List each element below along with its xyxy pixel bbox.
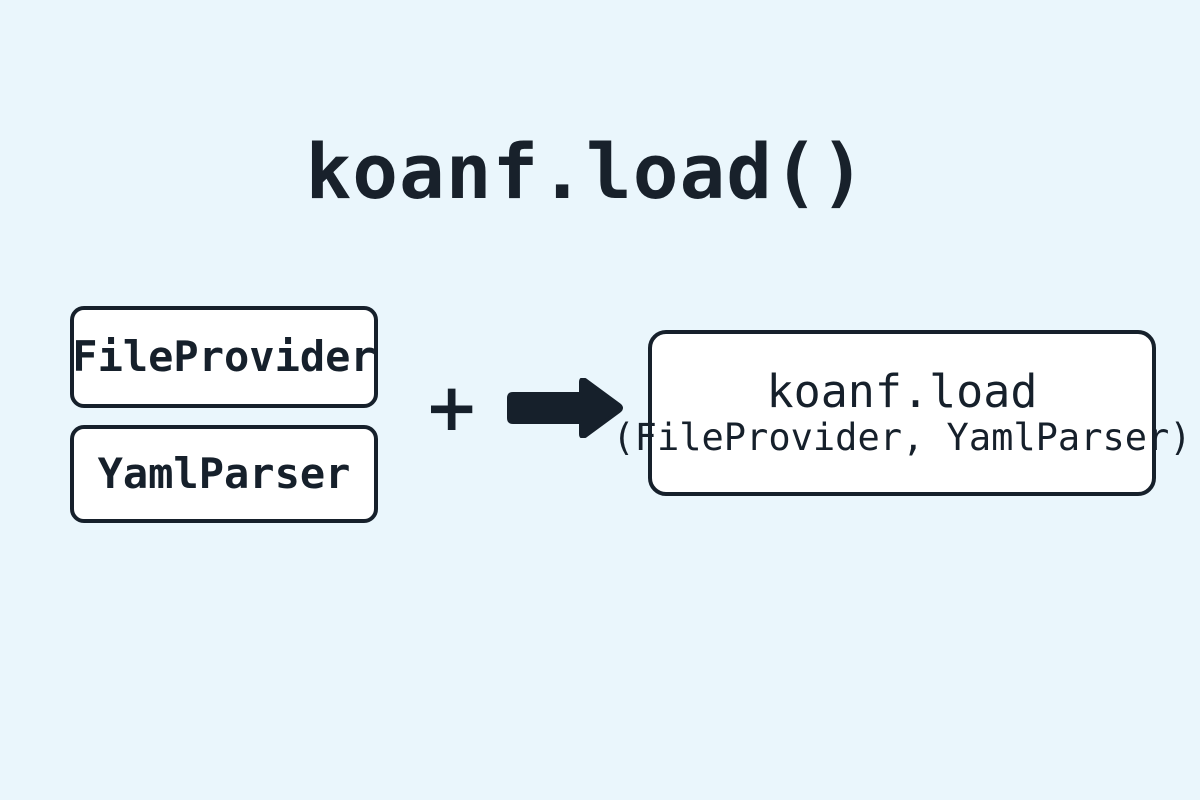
input-node-label: YamlParser <box>97 449 351 498</box>
diagram-title: koanf.load() <box>305 127 867 216</box>
result-node-koanf-load: koanf.load (FileProvider, YamlParser) <box>612 330 1192 496</box>
result-node-arguments: (FileProvider, YamlParser) <box>612 416 1192 460</box>
input-node-file-provider: FileProvider <box>70 306 378 408</box>
result-node-function-name: koanf.load <box>766 364 1038 418</box>
plus-operator-icon: + <box>424 369 480 446</box>
right-arrow-icon <box>505 377 623 439</box>
input-node-yaml-parser: YamlParser <box>70 425 378 523</box>
input-node-label: FileProvider <box>72 332 376 381</box>
right-arrow-svg <box>507 377 623 439</box>
